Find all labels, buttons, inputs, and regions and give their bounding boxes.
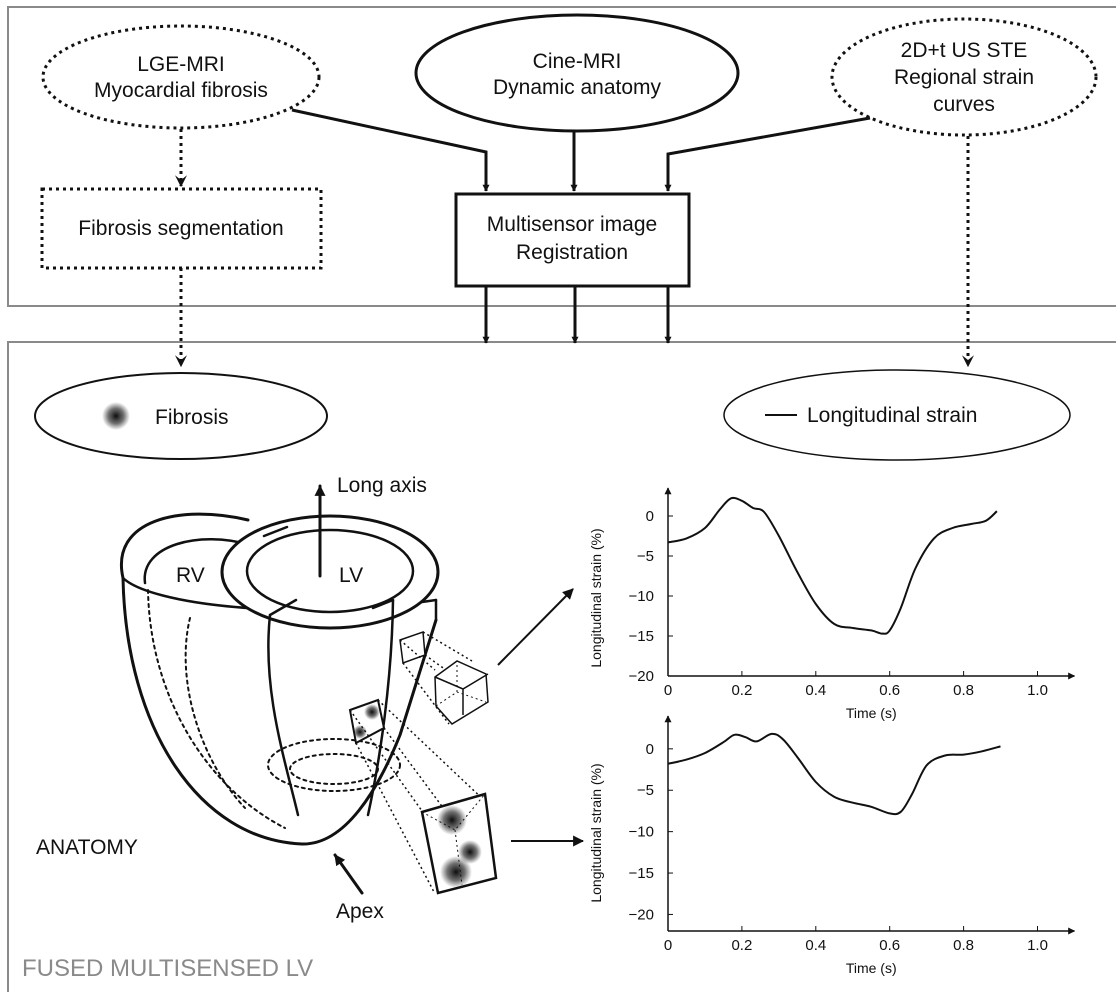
y-axis-label: Longitudinal strain (%)	[588, 763, 604, 902]
strain-curve	[667, 496, 998, 635]
x-tick-label: 0.4	[805, 682, 826, 699]
apex-label: Apex	[336, 900, 384, 923]
y-tick-label: 0	[646, 741, 654, 758]
cine-mri-subtitle: Dynamic anatomy	[493, 76, 662, 99]
cine-mri-node: Cine-MRI Dynamic anatomy	[414, 13, 740, 133]
x-tick-label: 1.0	[1027, 682, 1048, 699]
y-tick-label: 0	[646, 508, 654, 525]
us-ste-title: 2D+t US STE	[901, 39, 1028, 62]
strain-curve	[667, 732, 1001, 816]
x-tick-label: 0	[664, 937, 672, 954]
registration-title: Multisensor image	[487, 213, 657, 236]
y-axis-label: Longitudinal strain (%)	[588, 528, 604, 667]
fibrosis-legend-label: Fibrosis	[155, 406, 229, 429]
lge-mri-title: LGE-MRI	[137, 53, 225, 76]
lv-anatomy-illustration	[119, 484, 440, 895]
us-ste-node: 2D+t US STE Regional strain curves	[830, 17, 1098, 137]
lv-label: LV	[339, 564, 363, 587]
fused-section-label: FUSED MULTISENSED LV	[22, 955, 313, 982]
us-to-registration	[664, 116, 871, 192]
lge-mri-subtitle: Myocardial fibrosis	[94, 79, 268, 102]
y-tick-label: −10	[629, 824, 654, 841]
long-axis-label: Long axis	[337, 474, 427, 497]
x-tick-label: 0.6	[879, 682, 900, 699]
cine-mri-title: Cine-MRI	[533, 50, 622, 73]
fused-frame	[7, 341, 1116, 992]
lge-mri-node: LGE-MRI Myocardial fibrosis	[41, 24, 321, 130]
x-tick-label: 0.8	[953, 937, 974, 954]
apex-ring-outer	[267, 738, 401, 792]
x-tick-label: 0.8	[953, 682, 974, 699]
strain-legend-label: Longitudinal strain	[807, 404, 977, 427]
registration-box: Multisensor image Registration	[454, 192, 691, 288]
apex-ring-inner	[289, 753, 379, 785]
y-tick-label: −5	[637, 782, 654, 799]
fibrosis-spots	[353, 704, 482, 888]
y-tick-label: −10	[629, 588, 654, 605]
y-tick-label: −15	[629, 865, 654, 882]
x-axis-label: Time (s)	[846, 960, 897, 976]
y-tick-label: −5	[637, 548, 654, 565]
fibrosis-segmentation-box: Fibrosis segmentation	[40, 187, 323, 270]
us-ste-subtitle-2: curves	[933, 93, 995, 116]
lge-to-registration	[291, 108, 490, 192]
registration-subtitle: Registration	[516, 241, 628, 264]
fibrosis-legend-swatch	[102, 402, 130, 430]
fibrosis-segmentation-label: Fibrosis segmentation	[78, 217, 283, 240]
apex-arrow	[333, 853, 364, 895]
x-tick-label: 0.2	[731, 937, 752, 954]
y-tick-label: −20	[629, 906, 654, 923]
y-tick-label: −15	[629, 628, 654, 645]
lv-inner-rim	[245, 528, 415, 614]
x-tick-label: 0.6	[879, 937, 900, 954]
x-tick-label: 1.0	[1027, 937, 1048, 954]
x-tick-label: 0.4	[805, 937, 826, 954]
rv-label: RV	[176, 564, 205, 587]
x-axis-label: Time (s)	[846, 705, 897, 721]
flow-connectors	[175, 108, 974, 368]
x-tick-label: 0.2	[731, 682, 752, 699]
y-tick-label: −20	[629, 668, 654, 685]
strain-legend: Longitudinal strain	[723, 369, 1071, 461]
segment-a-to-chart-arrow	[497, 588, 574, 666]
fibrosis-legend: Fibrosis	[34, 372, 328, 460]
us-ste-subtitle: Regional strain	[894, 66, 1034, 89]
x-tick-label: 0	[664, 682, 672, 699]
zoom-cube-a	[434, 660, 489, 725]
anatomy-section-label: ANATOMY	[36, 836, 138, 859]
inputs-frame	[7, 6, 1116, 307]
